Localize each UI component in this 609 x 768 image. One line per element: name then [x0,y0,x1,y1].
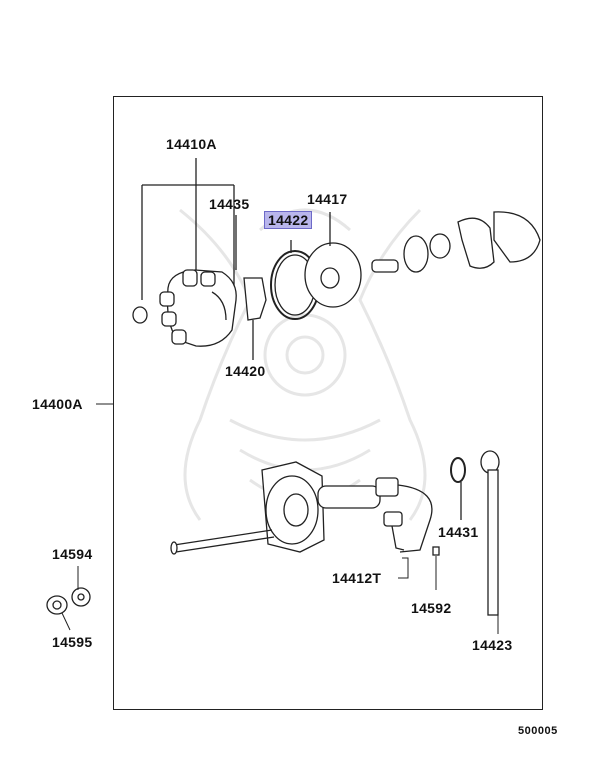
part-label-14422-highlighted[interactable]: 14422 [264,211,313,229]
part-label-14400a[interactable]: 14400A [32,396,83,412]
part-label-14423[interactable]: 14423 [472,637,513,653]
part-label-14435[interactable]: 14435 [209,196,250,212]
bracket-cap-group [141,158,237,300]
dust-cover [304,212,362,308]
o-ring [450,457,466,520]
part-label-14420[interactable]: 14420 [225,363,266,379]
diagram-frame [113,96,543,710]
distributor-cap [132,269,237,347]
part-label-14595[interactable]: 14595 [52,634,93,650]
part-label-14594[interactable]: 14594 [52,546,93,562]
part-label-14417[interactable]: 14417 [307,191,348,207]
leader-lines [61,403,499,634]
distributor-housing [170,461,433,555]
figure-code: 500005 [518,725,558,737]
part-label-14592[interactable]: 14592 [411,600,452,616]
part-label-14412t[interactable]: 14412T [332,570,382,586]
washer-and-nut [46,587,91,615]
rotor-shaft-parts [371,211,541,273]
rotor [243,277,267,360]
screw [432,546,440,556]
driven-gear-shaft [480,450,500,616]
part-label-14431[interactable]: 14431 [438,524,479,540]
part-label-14410a[interactable]: 14410A [166,136,217,152]
